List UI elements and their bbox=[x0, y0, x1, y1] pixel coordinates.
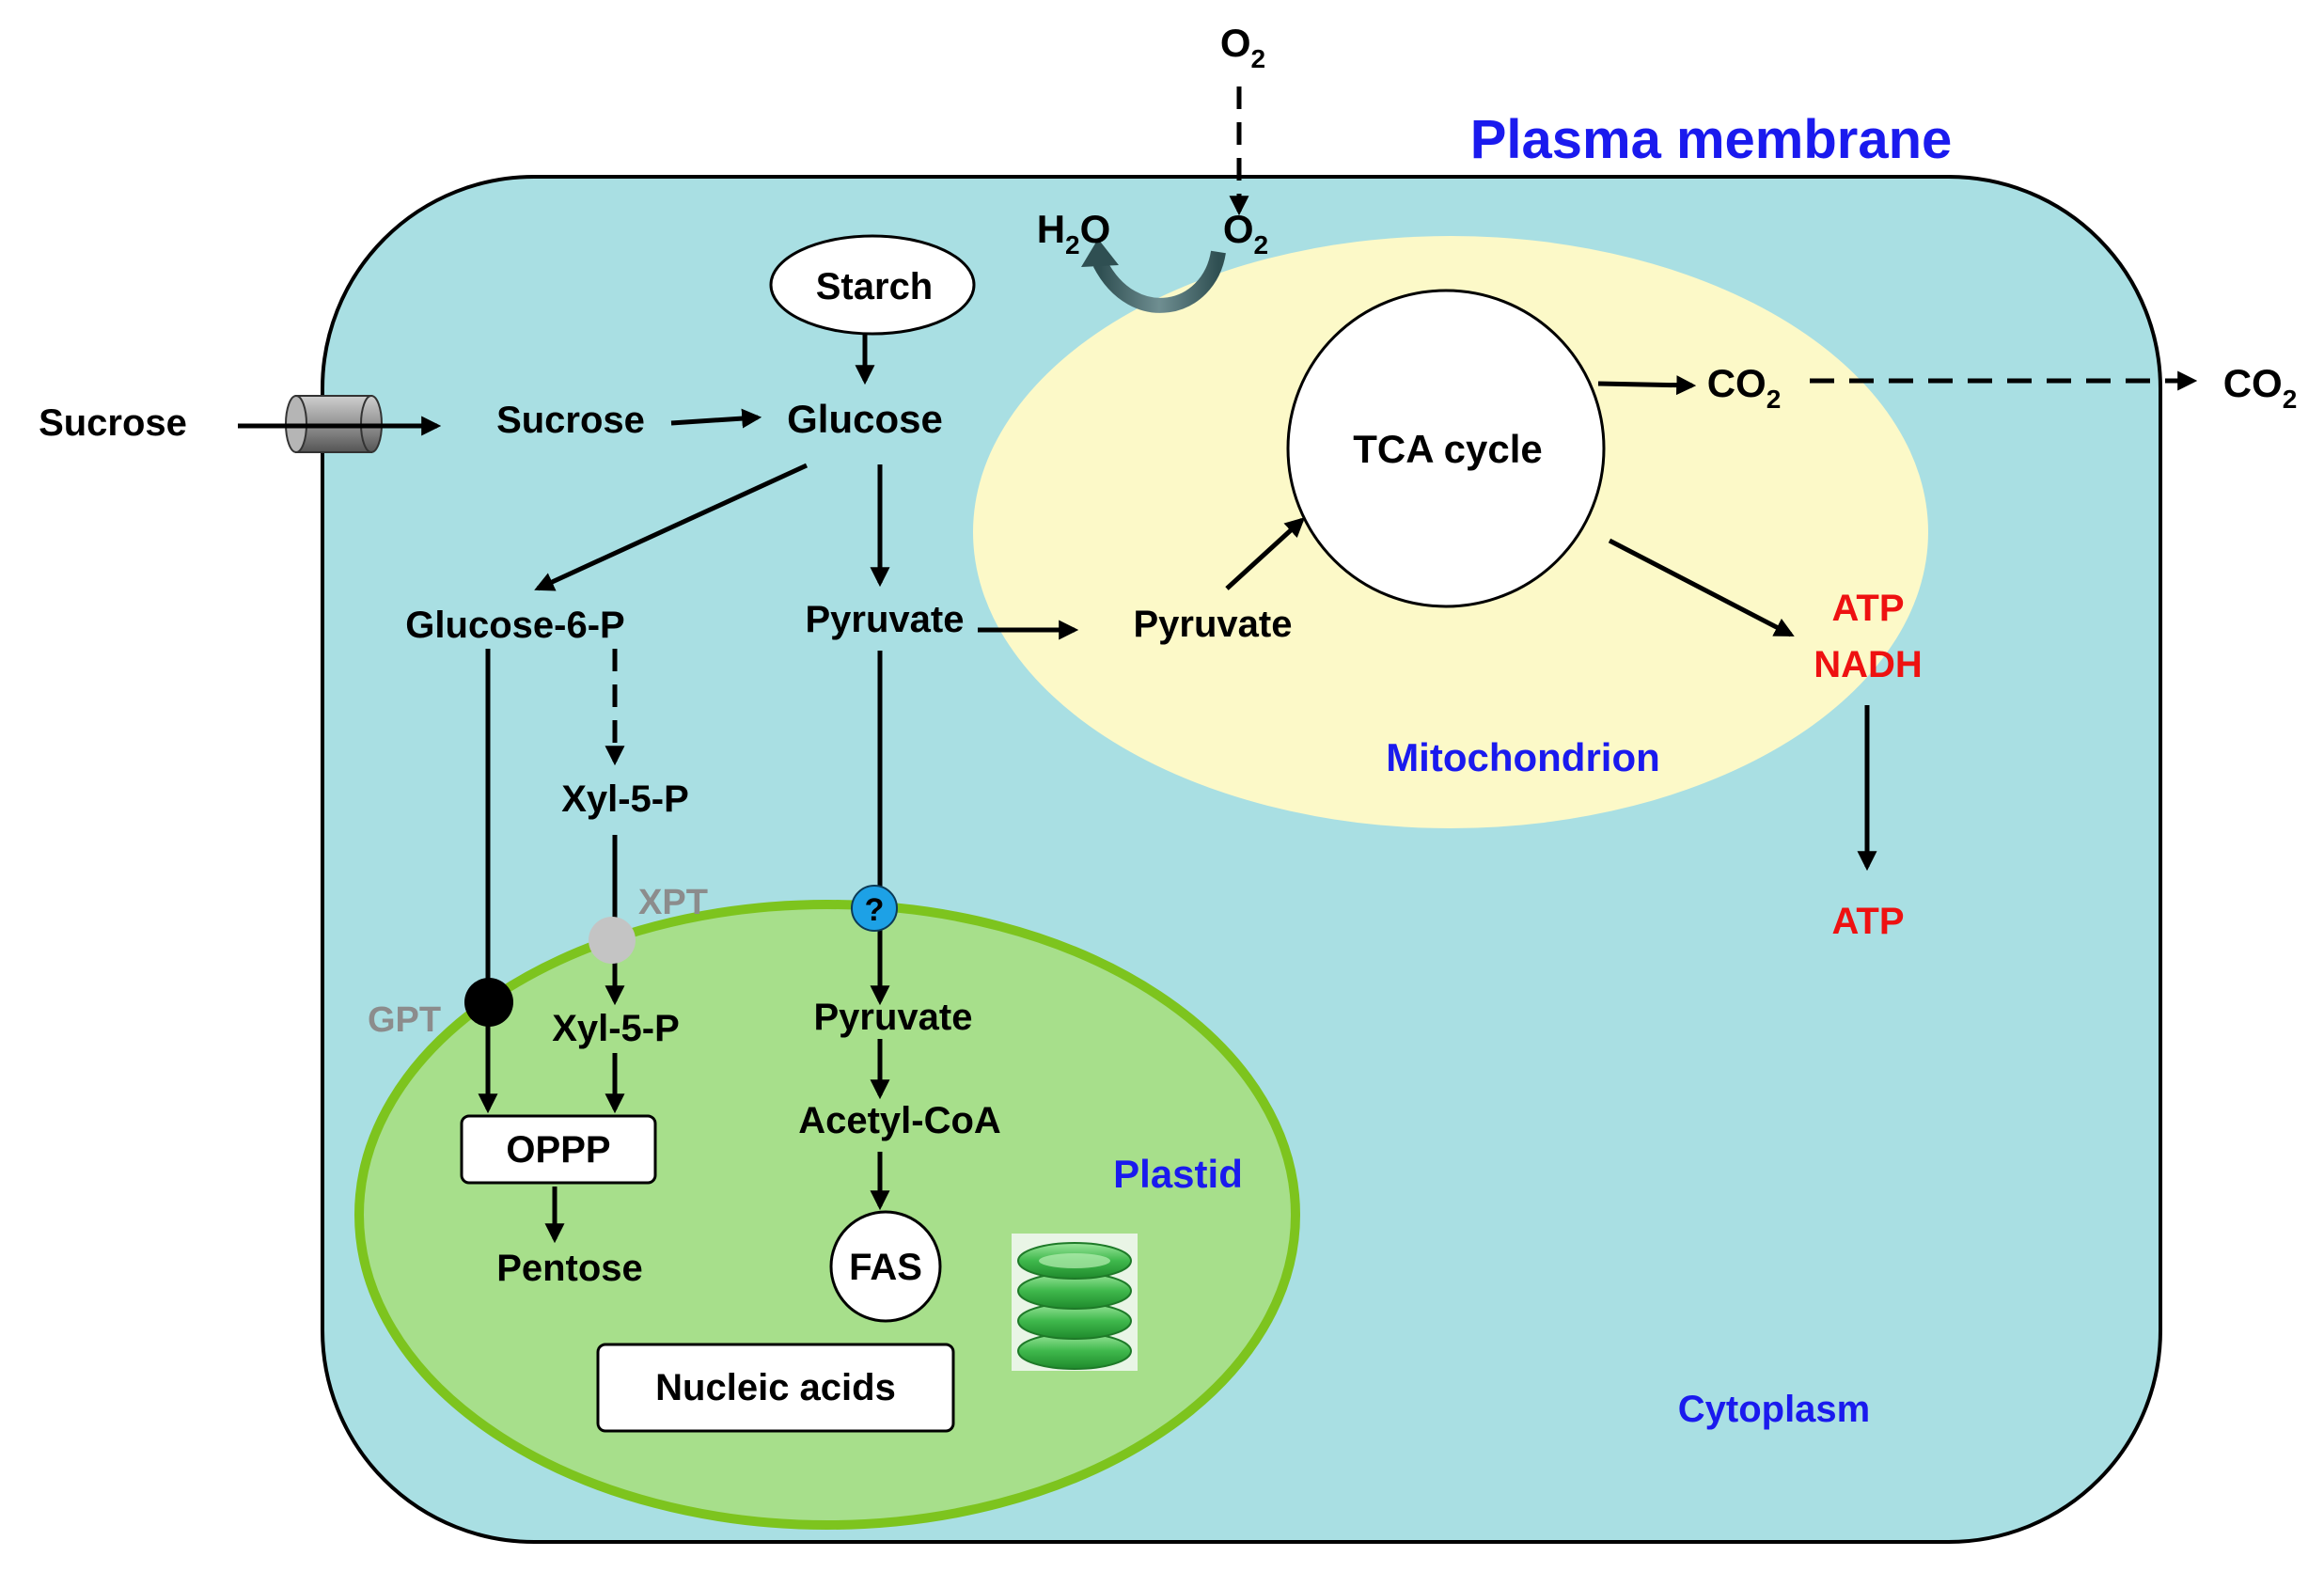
gpt-transporter-marker bbox=[464, 978, 513, 1027]
oppp-label: OPPP bbox=[506, 1129, 610, 1171]
oppp-box bbox=[460, 1114, 657, 1185]
atp-cytoplasm-label: ATP bbox=[1831, 901, 1904, 942]
thylakoid-stack-icon bbox=[1012, 1234, 1138, 1371]
o2-to-h2o-arrowhead bbox=[1081, 239, 1119, 267]
starch-node bbox=[769, 234, 976, 336]
co2-mito-label: CO2 bbox=[1707, 361, 1782, 414]
xyl-5-p-plastid-label: Xyl-5-P bbox=[552, 1008, 680, 1049]
plasma-membrane-label: Plasma membrane bbox=[1470, 109, 1953, 170]
xyl-5-p-cytoplasm-label: Xyl-5-P bbox=[561, 778, 689, 820]
xpt-label: XPT bbox=[638, 883, 708, 922]
nucleic-acids-label: Nucleic acids bbox=[655, 1367, 896, 1408]
xpt-transporter-marker bbox=[589, 917, 636, 964]
pyruvate-plastid-label: Pyruvate bbox=[814, 997, 973, 1038]
unknown-transporter-marker bbox=[851, 885, 898, 932]
arrow-glucose-g6p bbox=[534, 463, 809, 591]
unknown-transporter-label: ? bbox=[865, 892, 885, 928]
pentose-label: Pentose bbox=[496, 1248, 643, 1289]
atp-mito-label: ATP bbox=[1831, 588, 1904, 629]
plastid-label: Plastid bbox=[1113, 1152, 1243, 1196]
fas-circle bbox=[829, 1210, 942, 1323]
pathway-arrows bbox=[238, 86, 2198, 1244]
glucose-6-p-label: Glucose-6-P bbox=[405, 605, 624, 646]
pyruvate-mito-label: Pyruvate bbox=[1134, 604, 1293, 645]
acetyl-coa-label: Acetyl-CoA bbox=[798, 1100, 1001, 1141]
sucrose-outside-label: Sucrose bbox=[39, 402, 187, 444]
arrow-pyruvate-tca bbox=[1225, 517, 1306, 590]
h2o-label: H2O bbox=[1037, 207, 1111, 259]
mitochondrion-label: Mitochondrion bbox=[1386, 735, 1660, 779]
starch-label: Starch bbox=[816, 266, 934, 307]
arrow-sucrose-glucose bbox=[670, 408, 762, 429]
nucleic-acids-box bbox=[596, 1343, 955, 1433]
arrow-tca-co2 bbox=[1597, 375, 1697, 396]
gpt-label: GPT bbox=[368, 1000, 441, 1040]
pyruvate-cytoplasm-label: Pyruvate bbox=[806, 599, 965, 640]
tca-cycle-label: TCA cycle bbox=[1353, 427, 1543, 471]
arrow-tca-atp bbox=[1608, 538, 1795, 637]
o2-to-h2o-curved-arrow bbox=[1092, 250, 1226, 313]
glucose-label: Glucose bbox=[787, 397, 943, 441]
nadh-label: NADH bbox=[1814, 644, 1923, 685]
tca-cycle-circle bbox=[1286, 289, 1606, 608]
co2-outside-label: CO2 bbox=[2223, 361, 2298, 414]
cytoplasm-label: Cytoplasm bbox=[1678, 1389, 1871, 1430]
o2-inside-label: O2 bbox=[1223, 207, 1268, 259]
fas-label: FAS bbox=[849, 1247, 922, 1288]
o2-outside-label: O2 bbox=[1220, 21, 1265, 73]
sucrose-inside-label: Sucrose bbox=[496, 400, 645, 441]
